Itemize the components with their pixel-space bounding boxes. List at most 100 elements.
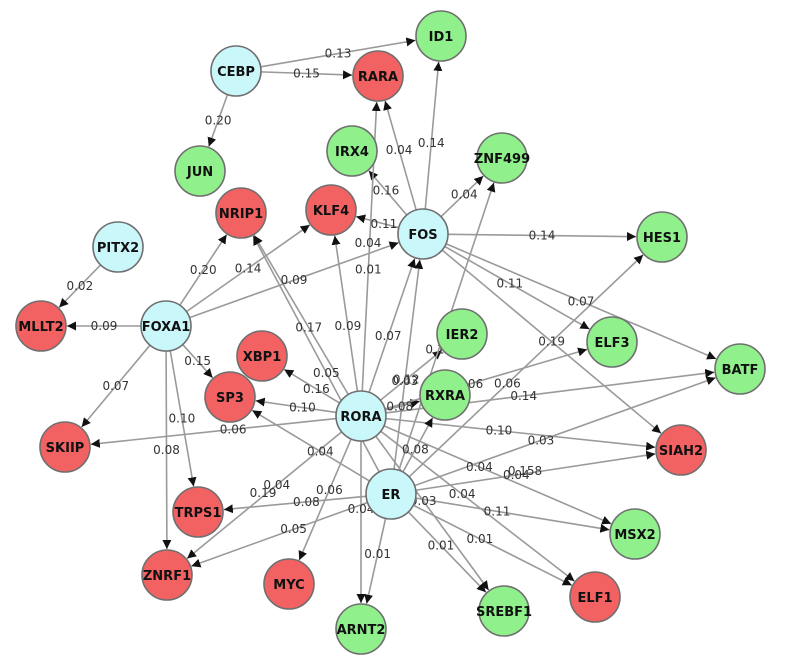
edge-rora-nrip1: [253, 234, 349, 395]
edge-rora-znrf1: [186, 431, 343, 560]
node-label: SREBF1: [476, 605, 532, 620]
edge-weight-label: 0.14: [418, 136, 445, 150]
node-circle: [397, 208, 449, 260]
edge-weight-label: 0.04: [449, 487, 476, 501]
edge-rora-xbp1: [283, 368, 341, 404]
edge-er-znrf1: [191, 501, 368, 568]
node-circle: [326, 125, 378, 177]
node-circle: [476, 132, 528, 184]
node-label: SKIIP: [46, 441, 85, 456]
edge-weight-label: 0.14: [529, 228, 556, 242]
node-label: RARA: [358, 70, 398, 85]
edge-foxa1-skiip: [81, 344, 151, 428]
edge-rora-skiip: [90, 417, 337, 448]
edge-weight-label: 0.06: [494, 377, 521, 391]
node-label: RORA: [340, 410, 381, 425]
edge-er-batf: [414, 376, 716, 487]
node-srebf1: SREBF1: [476, 585, 532, 637]
node-znrf1: ZNRF1: [141, 549, 193, 601]
node-label: SP3: [216, 391, 244, 406]
node-circle: [586, 316, 638, 368]
edge-weight-label: 0.01: [428, 539, 455, 553]
node-label: FOXA1: [142, 320, 191, 335]
node-circle: [569, 571, 621, 623]
edge-rora-elf3: [384, 347, 588, 410]
node-irx4: IRX4: [326, 125, 378, 177]
edge-fos-znf499: [440, 175, 484, 218]
edge-weight-label: 0.17: [295, 321, 322, 335]
edge-weight-label: 0.19: [250, 486, 277, 500]
node-arnt2: ARNT2: [335, 603, 387, 655]
edge-weight-label: 0.11: [371, 217, 398, 231]
edge-weight-label: 0.05: [313, 366, 340, 380]
node-ier2: IER2: [436, 308, 488, 360]
edge-weight-label: 0.14: [510, 389, 537, 403]
edge-weight-label: 0.10: [289, 401, 316, 415]
edge-weight-label: 0.07: [375, 329, 402, 343]
edge-er-hes1: [408, 254, 644, 478]
edge-cebp-id1: [260, 37, 416, 68]
edge-weight-label: 0.09: [91, 319, 118, 333]
node-cebp: CEBP: [210, 45, 262, 97]
edge-fos-batf: [445, 243, 717, 360]
node-elf1: ELF1: [569, 571, 621, 623]
node-label: MYC: [273, 578, 304, 593]
edge-rora-ier2: [379, 349, 443, 401]
edge-weight-label: 0.02: [66, 279, 93, 293]
node-pitx2: PITX2: [92, 221, 144, 273]
node-circle: [15, 300, 67, 352]
edge-fos-klf4: [355, 214, 400, 229]
node-label: ID1: [429, 30, 454, 45]
node-label: HES1: [643, 231, 681, 246]
edge-weight-label: 0.08: [386, 399, 413, 413]
edge-foxa1-nrip1: [179, 234, 228, 306]
node-batf: BATF: [714, 343, 766, 395]
node-circle: [141, 549, 193, 601]
edge-weight-label: 0.01: [355, 263, 382, 277]
node-label: ELF3: [594, 336, 629, 351]
edge-weight-label: 0.04: [451, 187, 478, 201]
node-circle: [263, 558, 315, 610]
node-circle: [174, 145, 226, 197]
edge-weight-label: 0.19: [538, 335, 565, 349]
node-skiip: SKIIP: [39, 421, 91, 473]
node-circle: [215, 187, 267, 239]
edge-foxa1-klf4: [185, 224, 311, 313]
edge-rora-klf4: [331, 235, 359, 392]
edge-foxa1-znrf1: [162, 350, 172, 550]
edge-rora-elf1: [380, 430, 575, 582]
edge-weight-label: 0.20: [190, 263, 217, 277]
node-sp3: SP3: [204, 371, 256, 423]
node-circle: [172, 486, 224, 538]
edge-weight-label: 0.07: [568, 294, 595, 308]
node-circle: [140, 300, 192, 352]
edge-er-msx2: [415, 497, 610, 533]
node-myc: MYC: [263, 558, 315, 610]
edge-weight-label: 0.04: [386, 143, 413, 157]
node-label: CEBP: [217, 65, 255, 80]
edge-rora-fos: [368, 258, 416, 393]
edge-foxa1-fos: [189, 241, 399, 319]
node-circle: [415, 10, 467, 62]
node-label: FOS: [408, 228, 437, 243]
edge-weight-label: 0.16: [303, 382, 330, 396]
node-circle: [352, 50, 404, 102]
node-label: SIAH2: [659, 444, 703, 459]
edge-layer: [58, 37, 717, 604]
edge-foxa1-trps1: [169, 350, 197, 487]
edge-weight-label: 0.09: [335, 319, 362, 333]
node-label: IER2: [446, 328, 479, 343]
edge-weight-label: 0.04: [263, 478, 290, 492]
node-label: MLLT2: [18, 320, 63, 335]
edge-weight-label: 0.04: [307, 444, 334, 458]
edge-weight-label: 0.11: [496, 277, 523, 291]
edge-er-fos: [393, 259, 424, 470]
edge-weight-label: 0.14: [235, 261, 262, 275]
node-msx2: MSX2: [609, 508, 661, 560]
edge-weight-label: 0.04: [503, 468, 530, 482]
edge-weight-label: 0.08: [402, 442, 429, 456]
edge-rora-msx2: [383, 425, 612, 525]
node-label: ELF1: [577, 591, 612, 606]
node-circle: [335, 390, 387, 442]
edge-weight-label: 0.12: [393, 372, 420, 386]
